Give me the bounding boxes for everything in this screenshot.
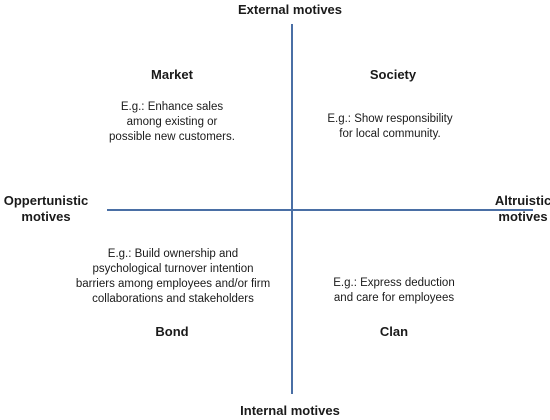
horizontal-axis <box>107 209 533 211</box>
quadrant-title-society: Society <box>369 67 417 82</box>
quadrant-text-society: E.g.: Show responsibility for local comm… <box>327 113 453 140</box>
quadrant-text-clan: E.g.: Express deduction and care for emp… <box>333 277 455 304</box>
axis-label-right: Altruistic motives <box>494 193 550 224</box>
quadrant-text-bond: E.g.: Build ownership and psychological … <box>75 248 271 305</box>
quadrant-text-market: E.g.: Enhance sales among existing or po… <box>109 101 235 143</box>
quadrant-title-clan: Clan <box>379 324 409 339</box>
axis-label-top: External motives <box>237 2 343 17</box>
axis-label-left: Oppertunistic motives <box>3 193 89 224</box>
quadrant-title-market: Market <box>151 67 193 82</box>
axis-label-bottom: Internal motives <box>240 403 340 418</box>
quadrant-title-bond: Bond <box>155 324 189 339</box>
